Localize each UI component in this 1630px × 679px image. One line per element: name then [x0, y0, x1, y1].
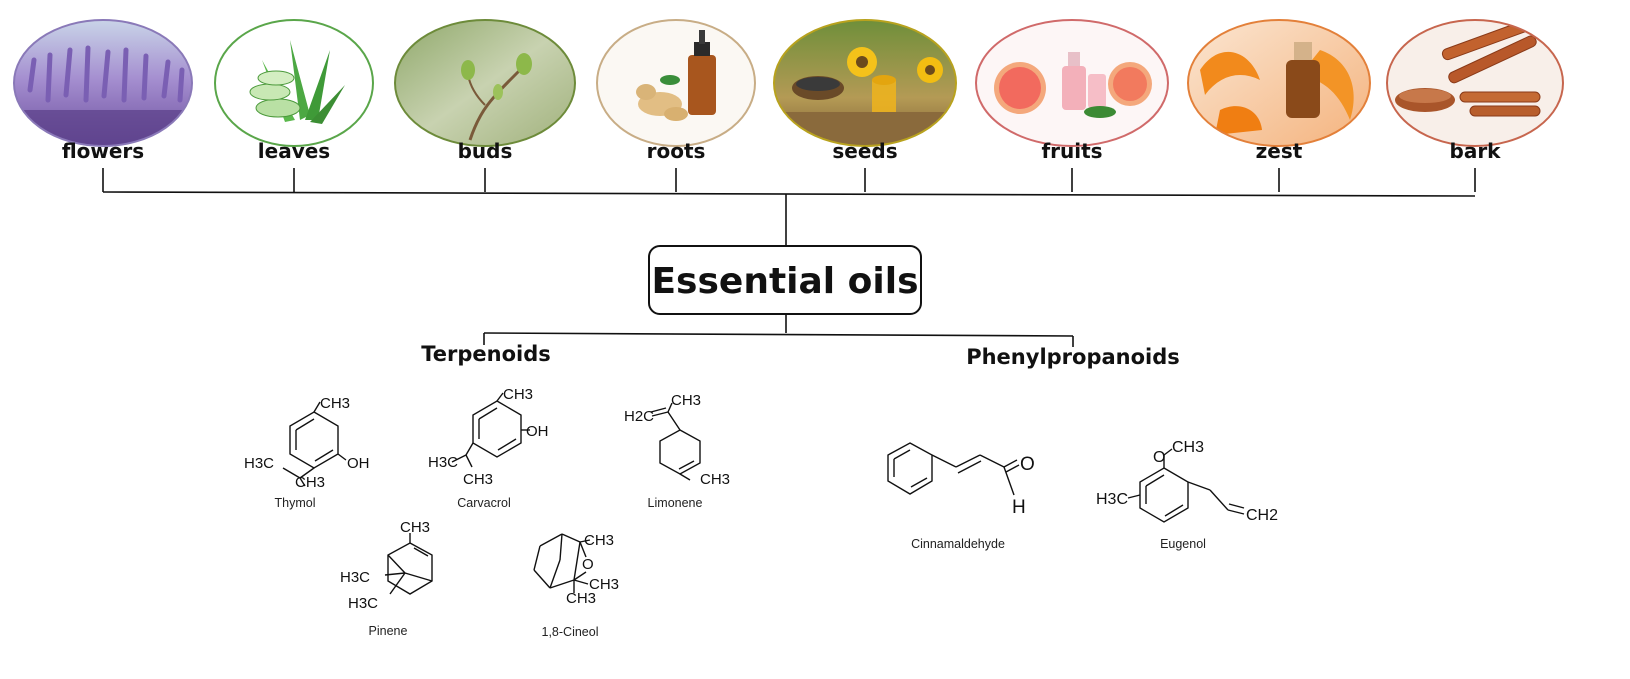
- limonene-structure: [650, 402, 701, 481]
- pinene-h3c-a: H3C: [340, 569, 370, 586]
- grapefruit-image: [976, 20, 1168, 146]
- molecule-cinnamaldehyde: O H Cinnamaldehyde: [887, 442, 1035, 551]
- source-label-flowers: flowers: [62, 139, 144, 163]
- thymol-ch3-top: CH3: [320, 395, 350, 412]
- cineol-structure: [533, 533, 591, 593]
- orange-zest-image: [1188, 20, 1370, 146]
- eugenol-h3c: H3C: [1096, 491, 1128, 508]
- eugenol-structure: [1127, 448, 1245, 523]
- source-leaves: leaves: [214, 19, 374, 163]
- eugenol-ch2: CH2: [1246, 507, 1278, 524]
- sunflower-seeds-image: [774, 20, 956, 146]
- carvacrol-oh: OH: [526, 423, 549, 440]
- source-fruits: fruits: [975, 19, 1169, 163]
- carvacrol-structure: [451, 392, 530, 468]
- thymol-ch3-bottom: CH3: [295, 474, 325, 491]
- category-phenylpropanoids: Phenylpropanoids: [966, 345, 1180, 369]
- cinnamaldehyde-structure: [887, 442, 1020, 496]
- cineol-ch3-a: CH3: [584, 532, 614, 549]
- source-buds: buds: [394, 19, 576, 163]
- category-connector-tree: [483, 314, 1074, 347]
- thymol-oh: OH: [347, 455, 370, 472]
- carvacrol-name: Carvacrol: [457, 496, 511, 510]
- source-bark: bark: [1386, 19, 1564, 163]
- source-flowers: flowers: [13, 19, 193, 163]
- carvacrol-ch3-bottom: CH3: [463, 471, 493, 488]
- source-label-buds: buds: [458, 139, 513, 163]
- molecule-pinene: CH3 H3C H3C Pinene: [340, 519, 433, 638]
- pinene-h3c-b: H3C: [348, 595, 378, 612]
- limonene-ch3-top: CH3: [671, 392, 701, 409]
- cineol-o: O: [582, 556, 594, 573]
- aloe-image: [215, 20, 373, 146]
- eugenol-och3: CH3: [1172, 439, 1204, 456]
- source-roots: roots: [596, 19, 756, 163]
- source-seeds: seeds: [773, 19, 957, 163]
- cinnamon-image: [1387, 20, 1563, 146]
- cinnamaldehyde-h: H: [1012, 497, 1026, 518]
- essential-oils-box: Essential oils: [648, 245, 922, 315]
- cinnamaldehyde-name: Cinnamaldehyde: [911, 537, 1005, 551]
- molecule-limonene: H2C CH3 CH3 Limonene: [624, 392, 730, 510]
- thymol-structure: [282, 401, 347, 487]
- buds-image: [395, 20, 575, 146]
- source-label-seeds: seeds: [832, 139, 897, 163]
- source-zest: zest: [1187, 19, 1371, 163]
- source-label-zest: zest: [1256, 139, 1303, 163]
- ginger-image: [597, 20, 755, 146]
- cineol-ch3-b: CH3: [589, 576, 619, 593]
- molecule-cineol: CH3 O CH3 CH3 1,8-Cineol: [533, 532, 619, 639]
- carvacrol-ch3-top: CH3: [503, 386, 533, 403]
- limonene-h2c: H2C: [624, 408, 654, 425]
- thymol-h3c: H3C: [244, 455, 274, 472]
- thymol-name: Thymol: [275, 496, 316, 510]
- pinene-structure: [384, 533, 433, 595]
- cineol-ch3-c: CH3: [566, 590, 596, 607]
- pinene-name: Pinene: [369, 624, 408, 638]
- source-label-fruits: fruits: [1041, 139, 1102, 163]
- diagram-title: Essential oils: [651, 261, 918, 302]
- molecule-carvacrol: CH3 OH H3C CH3 Carvacrol: [428, 386, 549, 510]
- pinene-ch3-top: CH3: [400, 519, 430, 536]
- limonene-ch3-bottom: CH3: [700, 471, 730, 488]
- eugenol-o: O: [1153, 449, 1165, 466]
- eugenol-name: Eugenol: [1160, 537, 1206, 551]
- source-connector-tree: [102, 168, 1476, 246]
- source-label-leaves: leaves: [258, 139, 330, 163]
- source-label-bark: bark: [1450, 139, 1502, 163]
- molecule-eugenol: O CH3 H3C CH2 Eugenol: [1096, 439, 1278, 551]
- carvacrol-h3c: H3C: [428, 454, 458, 471]
- limonene-name: Limonene: [648, 496, 703, 510]
- cineol-name: 1,8-Cineol: [542, 625, 599, 639]
- molecule-thymol: CH3 OH H3C CH3 Thymol: [244, 395, 370, 510]
- source-label-roots: roots: [647, 139, 706, 163]
- cinnamaldehyde-o: O: [1020, 454, 1035, 475]
- category-terpenoids: Terpenoids: [421, 342, 551, 366]
